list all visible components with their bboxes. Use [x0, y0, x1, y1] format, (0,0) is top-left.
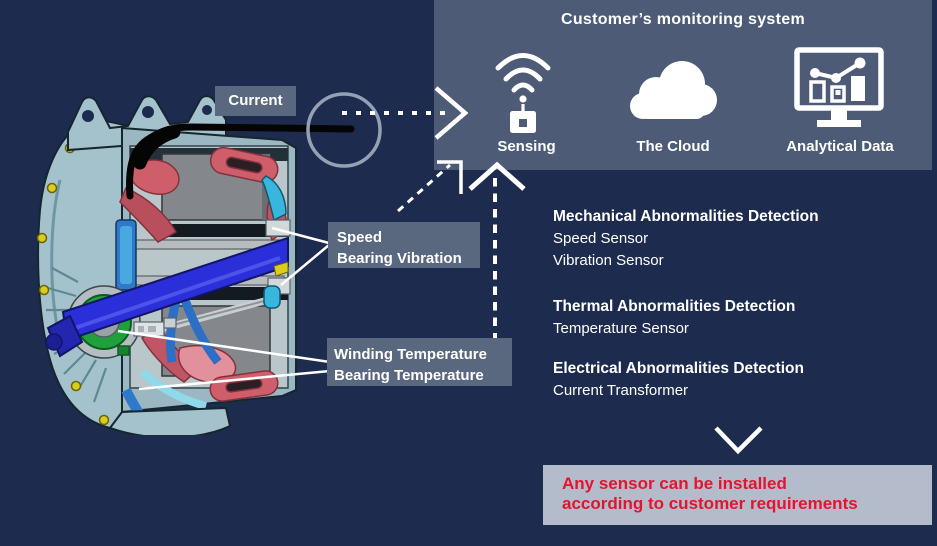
detection-list: Mechanical Abnormalities Detection Speed… [553, 206, 819, 426]
monitor-chart-icon [794, 47, 884, 127]
speed-vibration-callout: Speed Bearing Vibration [328, 222, 480, 268]
wireless-sensor-icon [495, 53, 551, 133]
sensor-note-box: Any sensor can be installed according to… [543, 465, 932, 525]
detection-item: Temperature Sensor [553, 320, 689, 337]
speed-callout-line2: Bearing Vibration [337, 250, 462, 267]
detection-title: Electrical Abnormalities Detection [553, 360, 804, 377]
cloud-icon [630, 61, 717, 119]
electrical-detection-group: Electrical Abnormalities Detection Curre… [553, 358, 819, 402]
speed-callout-line1: Speed [337, 229, 383, 246]
analytical-data-label: Analytical Data [786, 138, 894, 155]
current-highlight-circle [306, 92, 382, 168]
temperature-callout: Winding Temperature Bearing Temperature [327, 338, 512, 386]
monitoring-system-panel: Customer’s monitoring system Sensing The… [434, 0, 932, 170]
detection-item: Vibration Sensor [553, 252, 664, 269]
detection-item: Speed Sensor [553, 230, 649, 247]
note-line2: according to customer requirements [562, 494, 858, 513]
mechanical-detection-group: Mechanical Abnormalities Detection Speed… [553, 206, 819, 272]
chevron-down-icon [714, 426, 763, 455]
sensing-label: Sensing [497, 138, 556, 155]
temperature-callout-line2: Bearing Temperature [334, 367, 484, 384]
speed-dashed-arrow [397, 163, 451, 213]
cloud-label: The Cloud [636, 138, 710, 155]
detection-title: Mechanical Abnormalities Detection [553, 208, 819, 225]
motor-cutaway-illustration [36, 95, 297, 435]
current-callout: Current [215, 86, 296, 116]
thermal-detection-group: Thermal Abnormalities Detection Temperat… [553, 296, 819, 340]
temperature-callout-line1: Winding Temperature [334, 346, 487, 363]
detection-item: Current Transformer [553, 382, 689, 399]
current-callout-label: Current [228, 92, 283, 109]
panel-title: Customer’s monitoring system [560, 11, 805, 28]
note-line1: Any sensor can be installed [562, 474, 787, 493]
detection-title: Thermal Abnormalities Detection [553, 298, 796, 315]
